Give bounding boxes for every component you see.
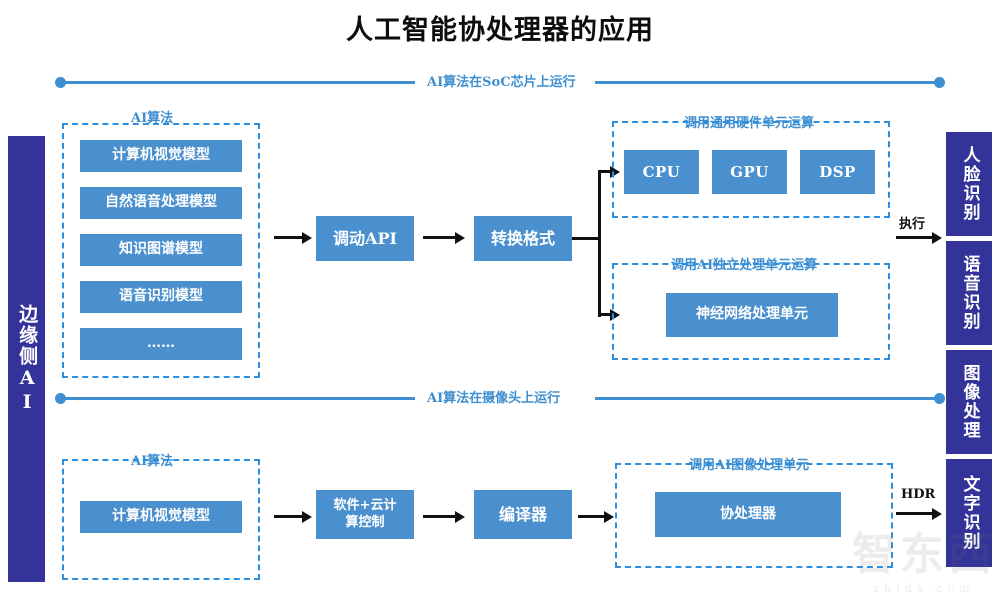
page-title: 人工智能协处理器的应用	[346, 15, 654, 46]
bottom-algo-item-0[interactable]: 计算机视觉模型	[80, 501, 242, 533]
edge-ai-label: 边缘侧AI	[16, 303, 39, 415]
diagram-canvas: 人工智能协处理器的应用 AI算法在SoC芯片上运行 AI算法在摄像头上运行 边缘…	[8, 15, 992, 595]
section-divider-camera: AI算法在摄像头上运行	[55, 388, 945, 408]
hardware-item-cpu[interactable]: CPU	[624, 150, 699, 194]
output-image-processing[interactable]: 图像处理	[946, 350, 992, 454]
branch-stem	[572, 237, 601, 240]
hardware-group	[612, 121, 890, 218]
step-convert-format[interactable]: 转换格式	[474, 216, 572, 261]
output-text-recognition[interactable]: 文字识别	[946, 459, 992, 567]
hdr-label: HDR	[901, 487, 936, 502]
edge-ai-bar: 边缘侧AI	[8, 136, 45, 582]
ai-unit-group	[612, 263, 890, 360]
arrow-exec-to-outputs	[896, 232, 942, 244]
divider-line-left	[60, 397, 415, 400]
top-algo-item-4[interactable]: ……	[80, 328, 242, 360]
top-algo-item-0[interactable]: 计算机视觉模型	[80, 140, 242, 172]
top-algo-item-2[interactable]: 知识图谱模型	[80, 234, 242, 266]
top-algo-group-label: AI算法	[125, 107, 180, 126]
divider-label-camera: AI算法在摄像头上运行	[427, 391, 561, 406]
image-unit-item-coprocessor[interactable]: 协处理器	[655, 492, 841, 537]
ai-unit-item-npu[interactable]: 神经网络处理单元	[666, 293, 838, 337]
top-algo-item-1[interactable]: 自然语音处理模型	[80, 187, 242, 219]
arrow-software-to-compiler	[423, 511, 465, 523]
output-label-0: 人脸识别	[959, 146, 980, 222]
step-call-api[interactable]: 调动API	[316, 216, 414, 261]
step-software-cloud-control[interactable]: 软件+云计 算控制	[316, 490, 414, 539]
exec-label: 执行	[899, 217, 926, 232]
top-algo-group	[62, 123, 260, 378]
divider-dot-right	[934, 77, 945, 88]
output-label-1: 语音识别	[959, 255, 980, 331]
top-algo-item-3[interactable]: 语音识别模型	[80, 281, 242, 313]
image-unit-group	[615, 463, 893, 568]
divider-line-right	[595, 81, 940, 84]
arrow-api-to-convert	[423, 232, 465, 244]
divider-label-soc: AI算法在SoC芯片上运行	[427, 75, 576, 90]
output-speech-recognition[interactable]: 语音识别	[946, 241, 992, 345]
arrow-branch-to-npu	[598, 309, 620, 321]
output-label-2: 图像处理	[959, 364, 980, 440]
section-divider-soc: AI算法在SoC芯片上运行	[55, 72, 945, 92]
output-face-recognition[interactable]: 人脸识别	[946, 132, 992, 236]
step-compiler[interactable]: 编译器	[474, 490, 572, 539]
arrow-branch-to-hardware	[598, 166, 620, 178]
divider-line-left	[60, 81, 415, 84]
divider-dot-right	[934, 393, 945, 404]
arrow-algo-to-api	[274, 232, 312, 244]
hardware-item-dsp[interactable]: DSP	[800, 150, 875, 194]
output-label-3: 文字识别	[959, 475, 980, 551]
hardware-item-gpu[interactable]: GPU	[712, 150, 787, 194]
bottom-algo-group	[62, 459, 260, 580]
arrow-hdr-to-outputs	[896, 508, 942, 520]
arrow-bottom-algo-to-software	[274, 511, 312, 523]
arrow-compiler-to-image-unit	[578, 511, 614, 523]
divider-line-right	[595, 397, 940, 400]
watermark-subtext: zhidx.com	[873, 582, 975, 595]
branch-vertical	[598, 172, 601, 317]
